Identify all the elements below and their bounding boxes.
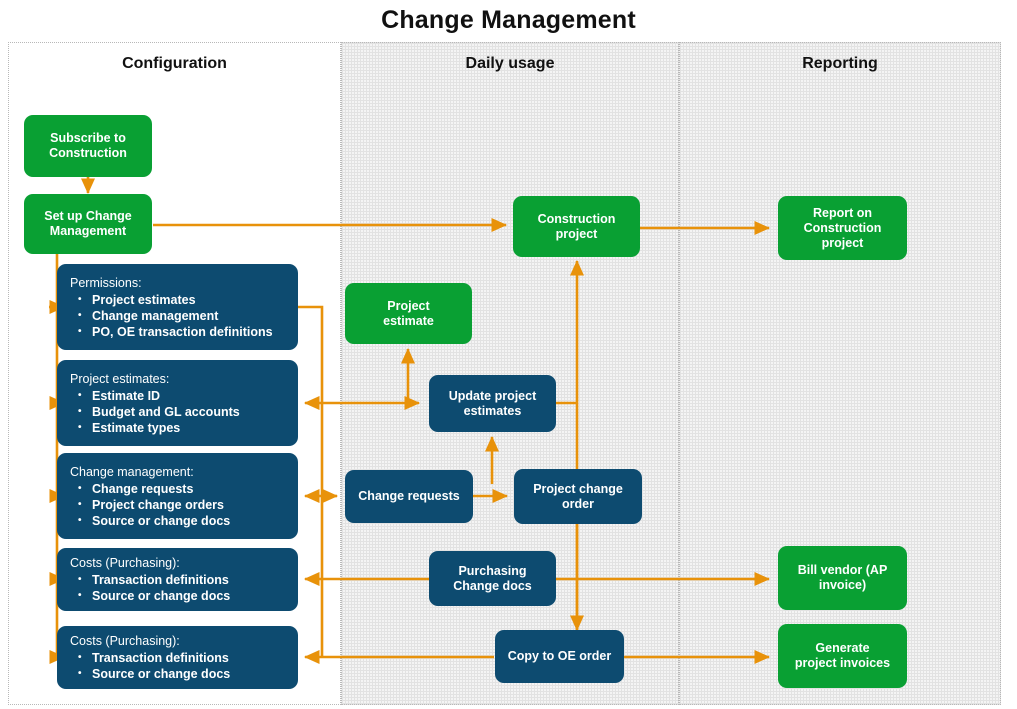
node-label: Generate project invoices bbox=[794, 641, 891, 670]
node-project-estimates-config[interactable]: Project estimates: Estimate ID Budget an… bbox=[57, 360, 298, 446]
list-item: Transaction definitions bbox=[78, 572, 230, 588]
swimlane-title-daily-usage: Daily usage bbox=[465, 55, 555, 72]
node-permissions[interactable]: Permissions: Project estimates Change ma… bbox=[57, 264, 298, 350]
node-bullet-list: Change requests Project change orders So… bbox=[70, 481, 230, 529]
list-item: PO, OE transaction definitions bbox=[78, 324, 273, 340]
node-heading: Permissions: bbox=[70, 275, 142, 290]
node-report-on-construction-project[interactable]: Report on Construction project bbox=[778, 196, 907, 260]
node-generate-project-invoices[interactable]: Generate project invoices bbox=[778, 624, 907, 688]
node-label: Copy to OE order bbox=[507, 649, 612, 663]
node-project-change-order[interactable]: Project change order bbox=[514, 469, 642, 524]
node-label: Change requests bbox=[358, 489, 460, 503]
node-purchasing-change-docs[interactable]: Purchasing Change docs bbox=[429, 551, 556, 606]
node-construction-project[interactable]: Construction project bbox=[513, 196, 640, 257]
node-label: Report on Construction project bbox=[803, 205, 882, 250]
node-heading: Change management: bbox=[70, 464, 194, 479]
node-label: Purchasing Change docs bbox=[453, 563, 532, 593]
node-label: Construction project bbox=[537, 211, 616, 241]
list-item: Source or change docs bbox=[78, 513, 230, 529]
node-label: Set up Change Management bbox=[44, 209, 132, 238]
node-heading: Project estimates: bbox=[70, 371, 170, 386]
node-copy-to-oe-order[interactable]: Copy to OE order bbox=[495, 630, 624, 683]
node-bullet-list: Transaction definitions Source or change… bbox=[70, 650, 230, 682]
swimlane-title-reporting: Reporting bbox=[802, 55, 878, 72]
node-label: Project change order bbox=[533, 481, 623, 511]
node-label: Update project estimates bbox=[448, 388, 537, 418]
node-setup-change-management[interactable]: Set up Change Management bbox=[24, 194, 152, 254]
swimlane-reporting: Reporting bbox=[679, 42, 1001, 705]
swimlane-daily-usage: Daily usage bbox=[341, 42, 679, 705]
node-bullet-list: Project estimates Change management PO, … bbox=[70, 292, 273, 340]
node-label: Subscribe to Construction bbox=[49, 131, 127, 160]
node-label: Project estimate bbox=[383, 298, 434, 328]
node-costs-purchasing-2[interactable]: Costs (Purchasing): Transaction definiti… bbox=[57, 626, 298, 689]
list-item: Change requests bbox=[78, 481, 230, 497]
list-item: Change management bbox=[78, 308, 273, 324]
node-label: Bill vendor (AP invoice) bbox=[797, 563, 888, 592]
node-costs-purchasing-1[interactable]: Costs (Purchasing): Transaction definiti… bbox=[57, 548, 298, 611]
node-bullet-list: Transaction definitions Source or change… bbox=[70, 572, 230, 604]
list-item: Transaction definitions bbox=[78, 650, 230, 666]
node-change-requests[interactable]: Change requests bbox=[345, 470, 473, 523]
list-item: Budget and GL accounts bbox=[78, 404, 240, 420]
list-item: Project estimates bbox=[78, 292, 273, 308]
node-change-management-config[interactable]: Change management: Change requests Proje… bbox=[57, 453, 298, 539]
list-item: Source or change docs bbox=[78, 588, 230, 604]
list-item: Estimate types bbox=[78, 420, 240, 436]
node-heading: Costs (Purchasing): bbox=[70, 634, 180, 648]
node-bullet-list: Estimate ID Budget and GL accounts Estim… bbox=[70, 388, 240, 436]
list-item: Estimate ID bbox=[78, 388, 240, 404]
node-heading: Costs (Purchasing): bbox=[70, 556, 180, 570]
list-item: Project change orders bbox=[78, 497, 230, 513]
node-subscribe-construction[interactable]: Subscribe to Construction bbox=[24, 115, 152, 177]
node-project-estimate[interactable]: Project estimate bbox=[345, 283, 472, 344]
swimlane-title-configuration: Configuration bbox=[122, 55, 227, 72]
page-title: Change Management bbox=[381, 6, 636, 34]
node-update-project-estimates[interactable]: Update project estimates bbox=[429, 375, 556, 432]
node-bill-vendor[interactable]: Bill vendor (AP invoice) bbox=[778, 546, 907, 610]
list-item: Source or change docs bbox=[78, 666, 230, 682]
